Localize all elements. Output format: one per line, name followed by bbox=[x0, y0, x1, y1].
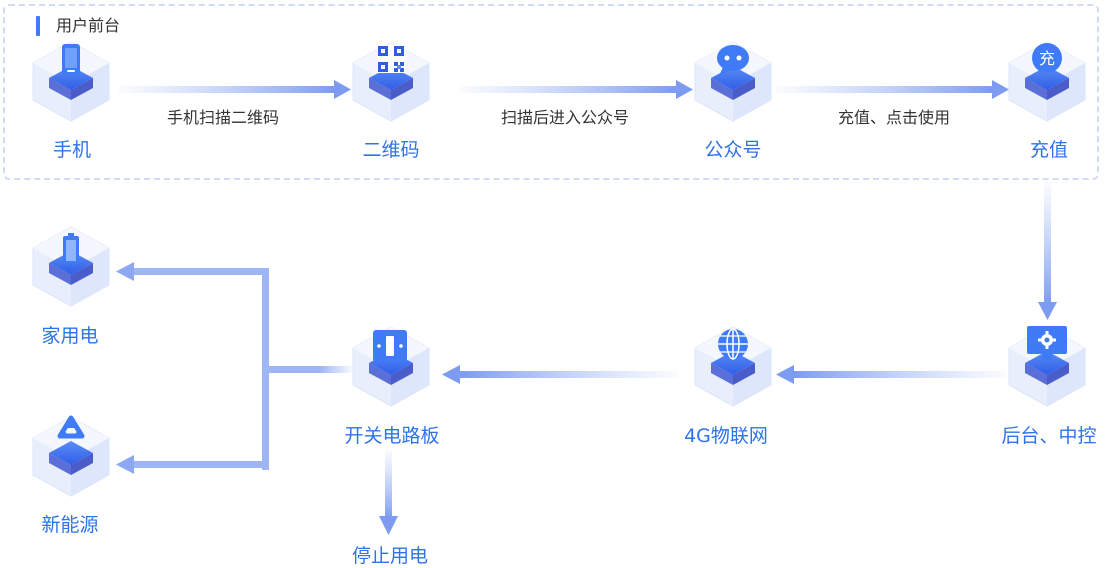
node-label-switch: 开关电路板 bbox=[344, 425, 440, 447]
node-label-home: 家用电 bbox=[41, 325, 99, 347]
node-label-recharge: 充值 bbox=[1029, 139, 1069, 161]
edge-switch-stop bbox=[379, 450, 398, 535]
node-label-iot: 4G物联网 bbox=[684, 425, 768, 447]
recycle-icon bbox=[57, 415, 85, 439]
switch-icon bbox=[373, 330, 407, 362]
edge-iot-switch bbox=[442, 365, 678, 384]
node-label-phone: 手机 bbox=[52, 139, 92, 161]
node-label-backend: 后台、中控 bbox=[1001, 425, 1097, 447]
edge-label-qrcode-official: 扫描后进入公众号 bbox=[500, 108, 630, 127]
edge-label-official-recharge: 充值、点击使用 bbox=[837, 108, 951, 127]
edge-qrcode-official bbox=[460, 80, 693, 99]
qr-code-icon bbox=[377, 45, 405, 73]
edge-backend-iot bbox=[776, 365, 1006, 384]
node-label-newenergy: 新能源 bbox=[41, 514, 99, 536]
section-title: 用户前台 bbox=[56, 16, 121, 35]
edge-recharge-backend bbox=[1038, 182, 1057, 320]
battery-icon bbox=[63, 233, 79, 264]
section-marker bbox=[36, 16, 40, 36]
edge-official-recharge bbox=[776, 80, 1009, 99]
phone-icon bbox=[62, 44, 80, 74]
chat-bubble-icon bbox=[717, 45, 749, 76]
svg-text:充: 充 bbox=[1039, 49, 1055, 68]
edge-phone-qrcode bbox=[118, 80, 351, 99]
node-label-qrcode: 二维码 bbox=[362, 139, 420, 161]
user-frontend-group bbox=[3, 4, 1099, 180]
globe-icon bbox=[718, 328, 748, 360]
node-label-official: 公众号 bbox=[704, 139, 762, 161]
node-label-stop: 停止用电 bbox=[351, 545, 429, 567]
recharge-badge-icon: 充 bbox=[1032, 43, 1062, 73]
cube-newenergy bbox=[32, 416, 110, 497]
edge-switch-branch bbox=[116, 262, 352, 474]
monitor-gear-icon bbox=[1027, 326, 1067, 360]
edge-label-phone-qrcode: 手机扫描二维码 bbox=[166, 108, 280, 127]
